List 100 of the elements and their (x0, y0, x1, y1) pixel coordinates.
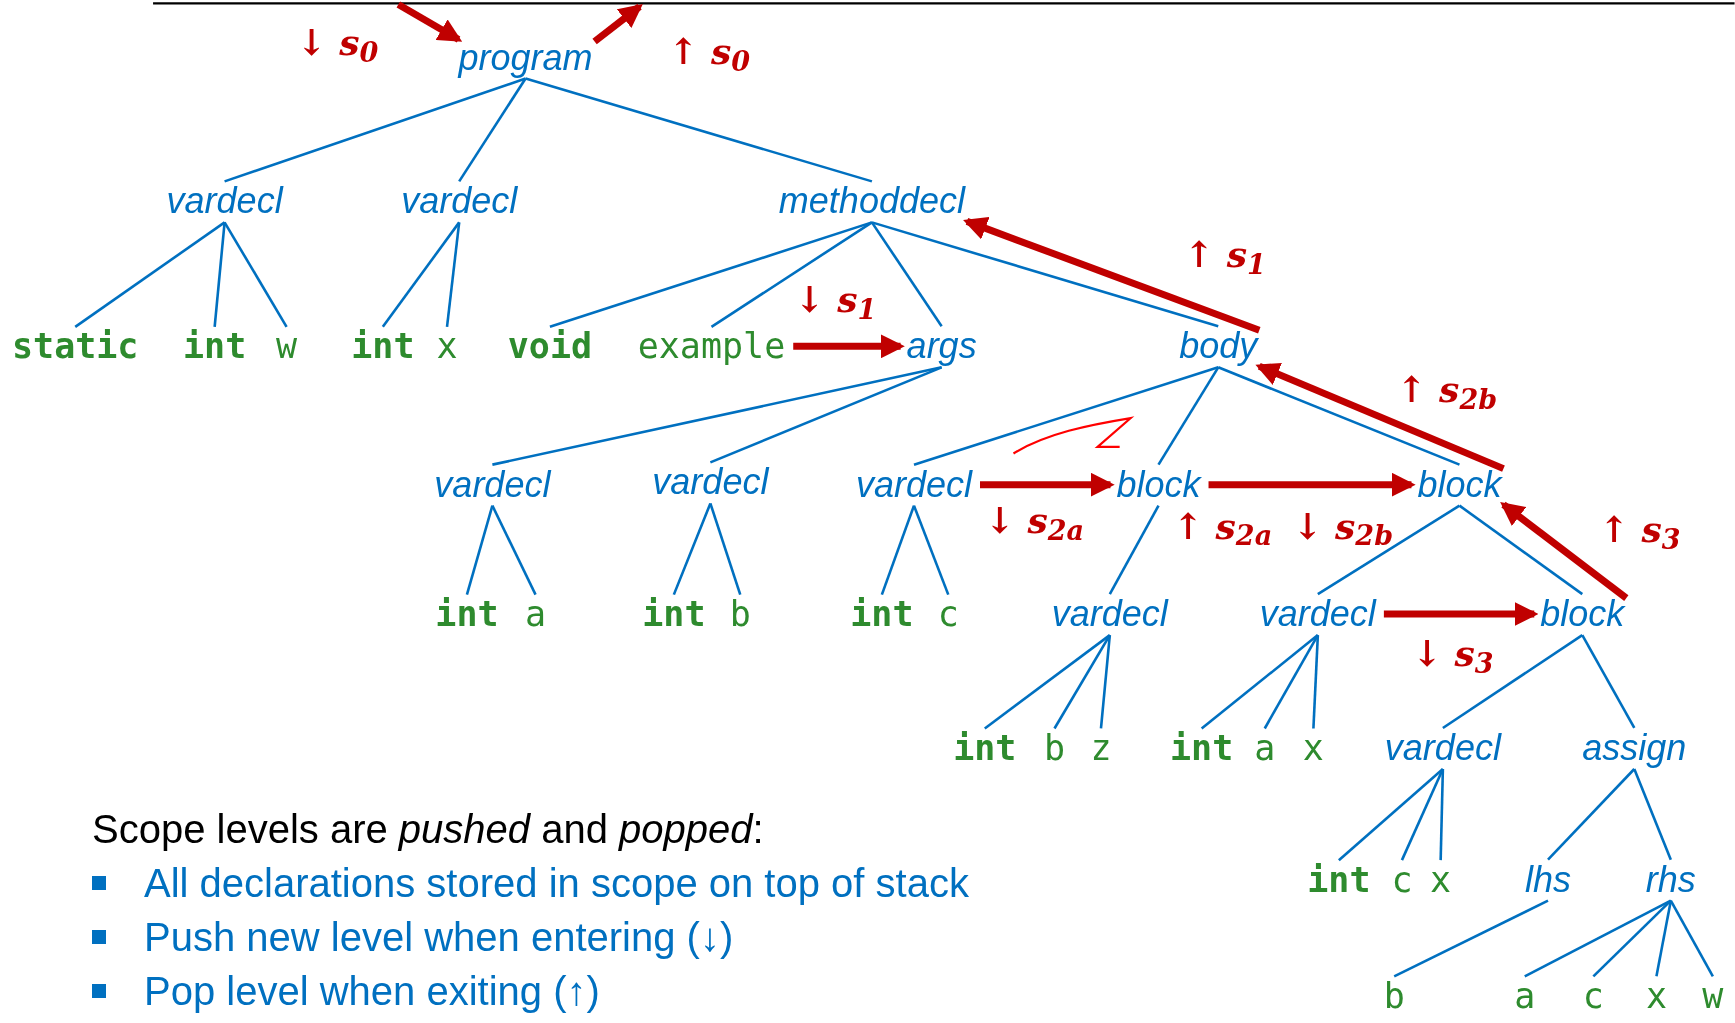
tree-branch-line (880, 505, 916, 596)
bullet-text: Push new level when entering (↓) (144, 914, 734, 961)
tree-node-label: block (1116, 466, 1201, 503)
tree-branch-line (525, 77, 873, 183)
tree-branch-line (1633, 768, 1672, 861)
tree-node-label: program (458, 39, 593, 76)
keyword-token: int (435, 596, 499, 632)
identifier-token: x (1302, 730, 1324, 766)
tree-branch-line (1669, 900, 1714, 977)
tree-branch-line (445, 222, 461, 327)
identifier-token: x (436, 328, 458, 364)
tree-branch-line (709, 503, 742, 595)
tree-node-label: vardecl (1384, 730, 1501, 766)
scope-label: ↑ s$_{2b}$ (1396, 371, 1498, 408)
scope-arrow (592, 3, 643, 45)
identifier-token: b (729, 596, 751, 632)
scope-arrow (963, 217, 1261, 334)
tree-branch-line (913, 366, 1219, 466)
identifier-token: x (1645, 978, 1667, 1014)
tree-branch-line (1263, 634, 1319, 730)
tree-branch-line (1217, 366, 1460, 466)
tree-branch-line (1581, 634, 1636, 729)
tree-node-label: block (1540, 596, 1625, 633)
tree-node-label: assign (1582, 730, 1687, 766)
tree-branch-line (213, 222, 226, 327)
tree-node-label: vardecl (1051, 596, 1168, 633)
bullet-text: Pop level when exiting (↑) (144, 968, 600, 1015)
tree-branch-line (1317, 504, 1461, 596)
scope-label: ↑ s$_{0}$ (668, 32, 751, 69)
tree-branch-line (1524, 899, 1672, 978)
scope-arrow (396, 1, 463, 43)
tree-node-label: vardecl (166, 183, 283, 220)
keyword-token: int (642, 596, 706, 632)
tree-branch-line (1053, 634, 1111, 730)
tree-branch-line (381, 221, 461, 328)
identifier-token: a (1514, 978, 1536, 1014)
identifier-token: w (1702, 978, 1724, 1014)
tree-branch-line (870, 221, 943, 328)
bullet-text: All declarations stored in scope on top of stack (144, 860, 969, 907)
scope-label: ↓ s$_{0}$ (296, 24, 379, 61)
keyword-token: static (12, 328, 139, 364)
tree-branch-line (1442, 634, 1584, 730)
tree-branch-line (1458, 504, 1584, 596)
tree-node-label: vardecl (855, 466, 972, 503)
tree-branch-line (492, 366, 942, 466)
identifier-token: c (1582, 978, 1604, 1014)
scope-arrow (1383, 602, 1539, 626)
tree-branch-line (224, 77, 526, 183)
tree-node-label: vardecl (434, 466, 551, 503)
tree-branch-line (984, 634, 1111, 730)
tree-branch-line (672, 502, 712, 596)
keyword-token: int (1307, 862, 1371, 898)
scope-label: ↑ s$_{2a}$ (1172, 507, 1273, 544)
keyword-token: int (850, 596, 914, 632)
tree-node-label: block (1417, 466, 1502, 503)
tree-node-label: vardecl (652, 464, 769, 501)
scope-arrow (1500, 501, 1629, 601)
identifier-token: w (276, 328, 298, 364)
scope-arrow (1208, 472, 1416, 497)
identifier-token: x (1430, 862, 1452, 898)
identifier-token: a (525, 596, 547, 632)
tree-branch-line (1200, 634, 1319, 730)
keyword-token: int (1170, 730, 1234, 766)
identifier-token: c (937, 596, 959, 632)
tree-node-label: rhs (1645, 861, 1696, 898)
identifier-token: z (1090, 730, 1112, 766)
keyword-token: int (953, 730, 1017, 766)
tree-branch-line (458, 77, 527, 183)
identifier-token: example (637, 328, 786, 364)
tree-branch-line (1547, 768, 1636, 861)
tree-branch-line (74, 221, 226, 328)
tree-branch-line (709, 366, 943, 464)
scope-label: ↑ s$_{3}$ (1598, 510, 1681, 547)
tree-branch-line (549, 221, 873, 329)
tree-branch-line (1439, 768, 1445, 861)
tree-branch-line (1099, 635, 1112, 729)
tree-branch-line (1157, 366, 1220, 466)
tree-branch-line (1400, 768, 1445, 861)
scope-label: ↓ s$_{2b}$ (1292, 507, 1394, 544)
tree-node-label: lhs (1525, 861, 1571, 898)
tree-node-label: vardecl (401, 183, 518, 220)
tree-branch-line (710, 221, 873, 328)
tree-branch-line (1312, 635, 1320, 729)
identifier-token: b (1043, 730, 1065, 766)
scope-arrow (1255, 362, 1505, 472)
tree-node-label: vardecl (1259, 596, 1376, 633)
tree-branch-line (1393, 899, 1549, 978)
identifier-token: c (1391, 862, 1413, 898)
tree-node-label: methoddecl (778, 183, 965, 220)
tree-branch-line (223, 221, 288, 328)
tree-branch-line (465, 505, 494, 595)
tree-branch-line (1655, 900, 1673, 977)
tree-node-label: args (906, 328, 977, 365)
scope-label: ↓ s$_{3}$ (1411, 634, 1494, 671)
tree-branch-line (1338, 768, 1444, 862)
scope-label: ↑ s$_{1}$ (1183, 236, 1266, 273)
tree-branch-line (912, 505, 950, 596)
tree-branch-line (1592, 899, 1672, 978)
tree-branch-line (1108, 505, 1160, 595)
tree-branch-line (871, 221, 1219, 328)
